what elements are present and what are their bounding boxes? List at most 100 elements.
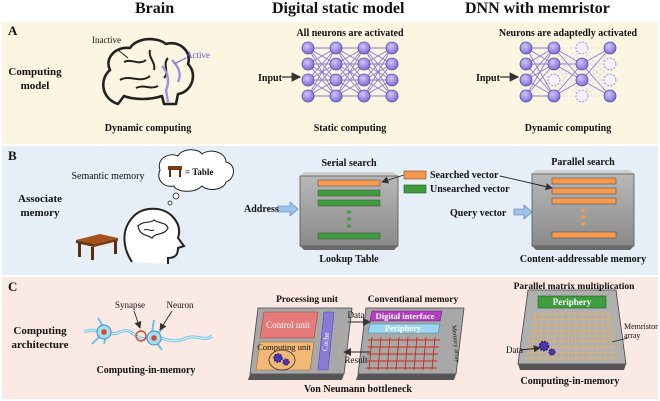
static-input-label: Input: [258, 73, 283, 84]
cam-vector-bar: [551, 187, 617, 195]
memory-column-line: [368, 336, 373, 371]
neuron-node: [301, 73, 315, 87]
neuron-node: [301, 57, 315, 71]
pmm-data-label: Data: [506, 345, 523, 355]
computing-unit-label: Computing unit: [257, 342, 311, 352]
synapse-line: [335, 47, 365, 97]
lookup-table-bars: [317, 179, 381, 240]
pmm-periphery-label: Periphery: [553, 297, 592, 307]
synapse-line: [553, 47, 583, 97]
neuron-node: [357, 57, 371, 71]
neuron-node: [329, 57, 343, 71]
cache-label: Cache: [320, 331, 331, 351]
neuron-node: [603, 41, 617, 55]
synapse-pointer: [133, 310, 142, 329]
panel-c-letter: C: [8, 279, 17, 294]
query-arrow-icon: [513, 204, 533, 220]
synapse-line: [581, 47, 611, 97]
dnn-caption: Dynamic computing: [525, 123, 611, 134]
cam-bars: [551, 177, 617, 239]
neuron-pointer: [159, 310, 173, 331]
lookup-vector-bar: [317, 179, 381, 187]
brain-outline-icon: [102, 37, 195, 106]
header-digital-static-model: Digital static model: [272, 0, 405, 17]
memory-array-grid: [366, 336, 440, 371]
header-brain: Brain: [135, 0, 175, 17]
digital-interface-label: Digital interface: [376, 311, 435, 321]
neuron-node: [575, 57, 589, 71]
query-vector-label: Query vector: [450, 208, 507, 219]
processing-unit-title: Processing unit: [276, 295, 339, 305]
legend-pointer-left: [381, 174, 405, 184]
wooden-table-icon: [76, 234, 118, 260]
cim-caption-right: Computing-in-memory: [521, 376, 620, 387]
neuron-node: [329, 73, 343, 87]
address-label: Address: [244, 204, 279, 215]
memory-column-line: [413, 336, 418, 371]
neuron-node: [547, 73, 561, 87]
neuron-node: [603, 57, 617, 71]
neuron-node: [519, 89, 533, 103]
legend-searched-label: Searched vector: [430, 170, 499, 181]
cam-vector-bar: [551, 177, 617, 185]
static-neural-network: [301, 41, 399, 103]
panel-b-letter: B: [8, 148, 17, 163]
synapse-line: [307, 47, 337, 81]
neuron-node: [329, 89, 343, 103]
panel-c-row-label-1: Computing: [13, 325, 67, 337]
cam-vector-bar: [551, 197, 617, 205]
cam-ellipsis-dot: [580, 208, 586, 212]
memory-column-line: [422, 336, 427, 371]
crossbar-overlay-line: [538, 311, 543, 363]
neuron-node: [329, 41, 343, 55]
cam-caption: Content-addressable memory: [520, 254, 646, 265]
synapse-line: [581, 47, 611, 81]
neuron-node: [385, 89, 399, 103]
cam-vector-bar: [551, 231, 617, 239]
synapse-line: [525, 47, 555, 81]
dnn-top-label: Neurons are adaptedly activated: [499, 28, 638, 39]
neuron-node: [519, 57, 533, 71]
synapse-line: [335, 47, 365, 81]
data-label: Data: [348, 310, 365, 320]
synapse-line: [335, 63, 365, 97]
memory-column-line: [404, 336, 409, 371]
lookup-table-caption: Lookup Table: [319, 254, 379, 265]
memristor-neural-network: [519, 41, 617, 103]
crossbar-overlay-line: [546, 311, 550, 363]
neuron-node: [385, 73, 399, 87]
neuron-node: [301, 89, 315, 103]
address-arrow-icon: [277, 201, 299, 217]
synapse-line: [525, 47, 555, 97]
neuron-node: [301, 41, 315, 55]
biological-neurons-icon: [83, 317, 213, 351]
crossbar-overlay-line: [531, 311, 537, 363]
semantic-memory-label: Semantic memory: [71, 171, 144, 182]
synapse-line: [553, 47, 583, 81]
control-unit-label: Control unit: [266, 320, 310, 330]
neuron-node: [547, 89, 561, 103]
legend-searched-swatch: [403, 170, 427, 180]
header-dnn-with-memristor: DNN with memristor: [465, 0, 610, 17]
synapse-line: [307, 63, 337, 97]
neuron-node: [575, 73, 589, 87]
neuron-node: [603, 73, 617, 87]
periphery-label: Periphery: [385, 323, 422, 333]
thought-cloud-icon: [158, 149, 234, 206]
brain-caption: Dynamic computing: [105, 123, 191, 134]
memristor-pointer: [611, 337, 629, 343]
static-top-label: All neurons are activated: [296, 28, 404, 39]
memory-column-line: [431, 336, 436, 371]
cim-caption-left: Computing-in-memory: [97, 365, 196, 376]
cam-ellipsis-dot: [580, 222, 586, 226]
crossbar-overlay-line: [595, 311, 599, 363]
synapse-line: [363, 63, 393, 97]
neuron-node: [357, 89, 371, 103]
head-profile-icon: [123, 207, 186, 264]
synapse-line: [525, 63, 555, 97]
parallel-search-title: Parallel search: [551, 157, 615, 168]
brain-active-label: Active: [186, 50, 210, 60]
panel-a-row-label-2: model: [21, 80, 50, 92]
small-table-icon: [168, 166, 182, 177]
